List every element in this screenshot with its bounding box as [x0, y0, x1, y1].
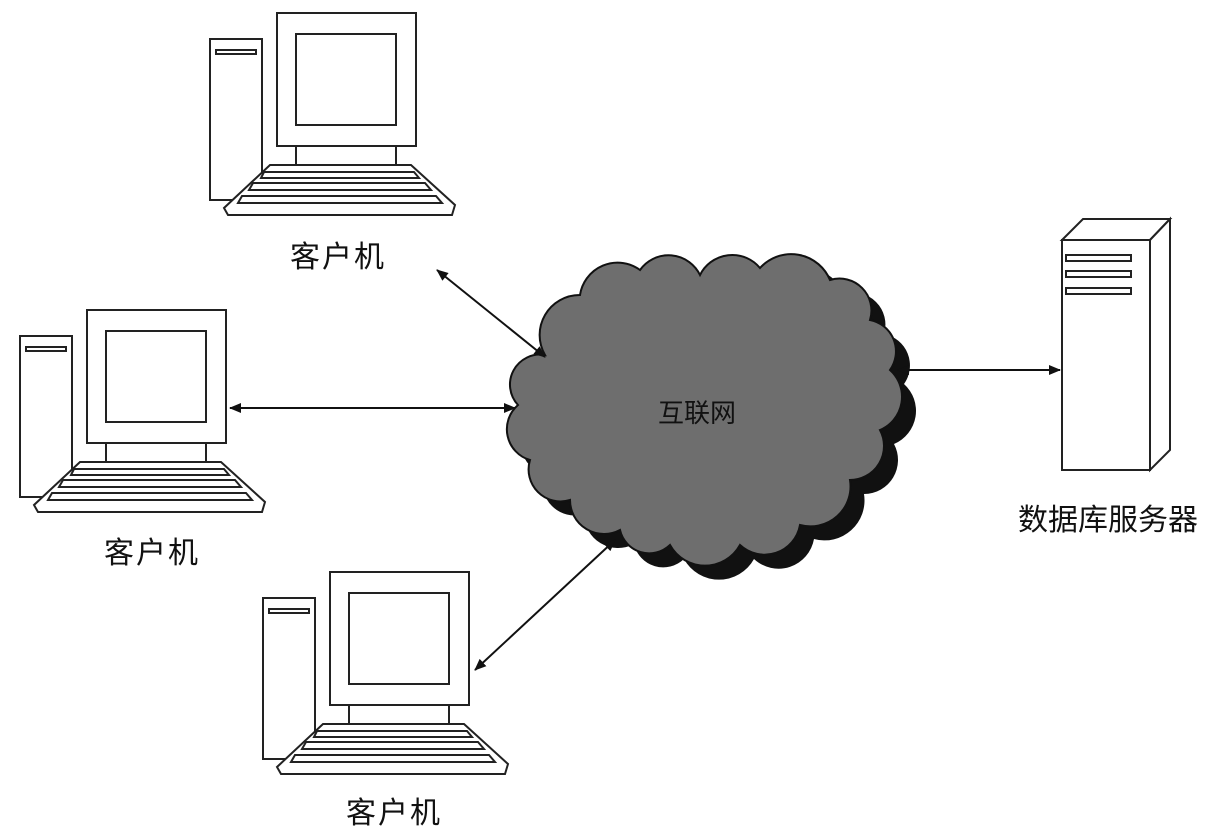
- client-computer-top-icon: [209, 12, 456, 216]
- link-bottom-client: [474, 539, 616, 671]
- database-server-icon: [1059, 216, 1173, 473]
- client-computer-bottom-icon: [262, 571, 509, 775]
- internet-label: 互联网: [657, 399, 737, 429]
- client-bottom-label: 客户机: [346, 796, 442, 831]
- client-top-label: 客户机: [290, 240, 386, 275]
- client-computer-left-icon: [19, 309, 266, 513]
- db-server-label: 数据库服务器: [1018, 503, 1198, 538]
- client-left-label: 客户机: [104, 536, 200, 571]
- link-top-client: [436, 269, 546, 358]
